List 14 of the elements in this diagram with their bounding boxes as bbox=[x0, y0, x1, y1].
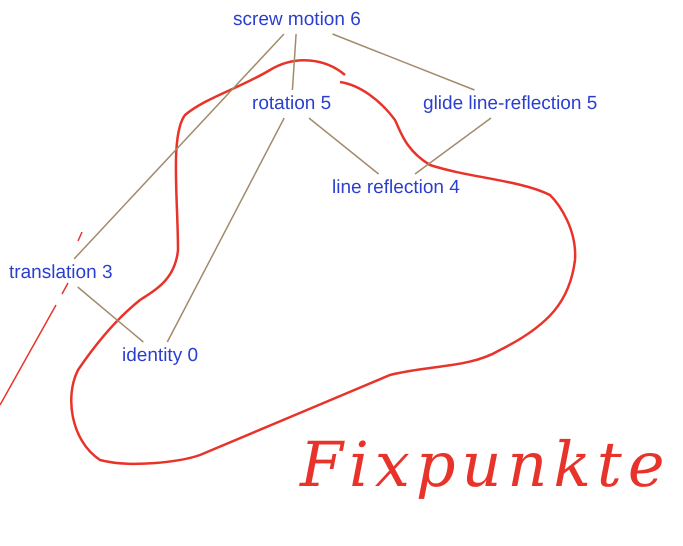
connector-line bbox=[166, 118, 285, 342]
connector-line bbox=[332, 33, 475, 91]
node-label: glide line-reflection 5 bbox=[423, 92, 598, 116]
node-label: identity 0 bbox=[122, 344, 198, 368]
node-label: line reflection 4 bbox=[332, 176, 460, 200]
node-label: rotation 5 bbox=[252, 92, 332, 116]
node-label: translation 3 bbox=[9, 261, 113, 285]
connector-line bbox=[308, 117, 380, 175]
connector-line bbox=[77, 286, 144, 343]
connector-line bbox=[74, 33, 284, 260]
node-label: screw motion 6 bbox=[233, 8, 361, 32]
connector-line bbox=[414, 117, 492, 175]
handwritten-note: Fixpunkte bbox=[300, 427, 671, 503]
connector-line bbox=[292, 34, 297, 90]
